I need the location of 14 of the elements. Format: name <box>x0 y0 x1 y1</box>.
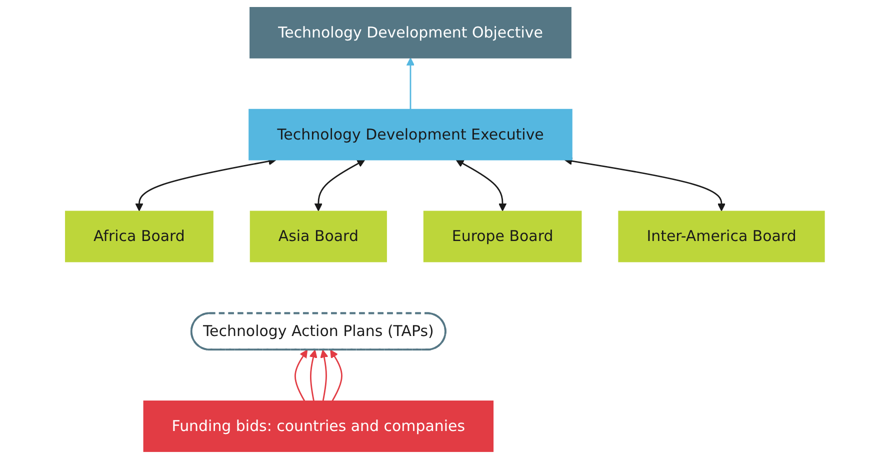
arrow <box>294 350 308 402</box>
node-box: Funding bids: countries and companies <box>143 400 494 452</box>
node-box: Europe Board <box>423 210 582 262</box>
node-box: Asia Board <box>250 210 388 262</box>
node-box: Africa Board <box>65 210 214 262</box>
arrow <box>320 350 328 402</box>
arrow <box>456 159 507 212</box>
arrow <box>330 350 343 402</box>
node-box: Inter-America Board <box>618 210 825 262</box>
arrow <box>406 58 415 110</box>
arrow <box>314 159 366 212</box>
node-box: Technology Development Objective <box>250 7 572 58</box>
arrow <box>309 350 318 402</box>
node-box: Technology Development Executive <box>248 108 572 160</box>
